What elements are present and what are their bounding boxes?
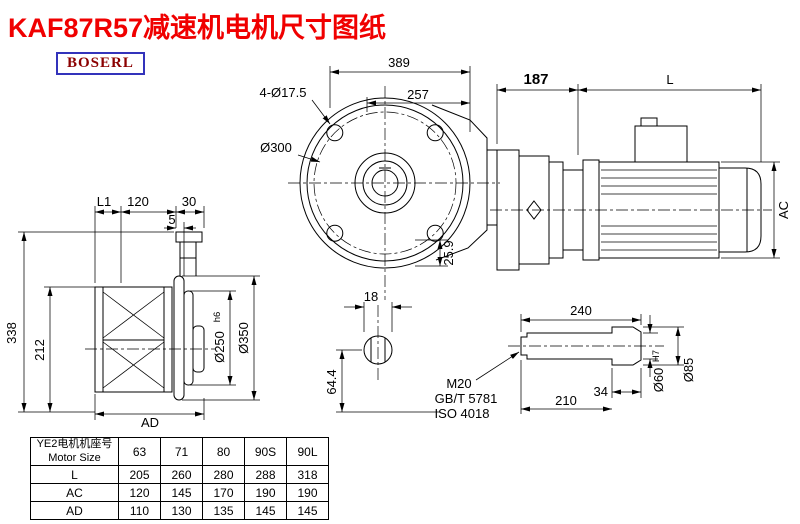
bolt-holes-label: 4-Ø17.5 bbox=[260, 85, 307, 100]
dim-AC-label: AC bbox=[776, 201, 791, 219]
dim-389-label: 389 bbox=[388, 55, 410, 70]
dim-64-4-label: 64.4 bbox=[324, 369, 339, 394]
cell-AC-63: 120 bbox=[118, 483, 161, 502]
dim-25-9-label: 25.9 bbox=[441, 240, 456, 265]
dim-AD-label: AD bbox=[141, 415, 159, 430]
dim-5-label: 5 bbox=[168, 212, 175, 227]
page-title: KAF87R57减速机电机尺寸图纸 bbox=[8, 13, 387, 43]
dim-240-label: 240 bbox=[570, 303, 592, 318]
row-label-AC: AC bbox=[30, 483, 119, 502]
size-col-90l: 90L bbox=[286, 437, 329, 466]
dim-18-label: 18 bbox=[364, 289, 378, 304]
gearbox-side-view: L1 120 30 5 338 212 Ø250 h6 bbox=[4, 194, 260, 430]
dim-L-label: L bbox=[666, 72, 673, 87]
cell-L-90l: 318 bbox=[286, 465, 329, 484]
dim-338-label: 338 bbox=[4, 322, 19, 344]
brand-logo: BOSERL bbox=[56, 52, 145, 75]
cell-AD-63: 110 bbox=[118, 501, 161, 520]
header-cn: YE2电机机座号 bbox=[36, 438, 113, 451]
dim-250-tolerance-label: h6 bbox=[212, 312, 223, 323]
size-col-71: 71 bbox=[160, 437, 203, 466]
motor-size-header-cell: YE2电机机座号 Motor Size bbox=[30, 437, 119, 466]
front-view: 389 257 4-Ø17.5 Ø300 25.9 bbox=[260, 55, 500, 413]
motor-dimension-table: YE2电机机座号 Motor Size 63 71 80 90S 90L L 2… bbox=[30, 437, 329, 520]
cell-AC-90l: 190 bbox=[286, 483, 329, 502]
dim-210-label: 210 bbox=[555, 393, 577, 408]
dim-212-label: 212 bbox=[32, 339, 47, 361]
cell-AD-71: 130 bbox=[160, 501, 203, 520]
cell-L-63: 205 bbox=[118, 465, 161, 484]
dim-257-label: 257 bbox=[407, 87, 429, 102]
size-col-90s: 90S bbox=[244, 437, 287, 466]
cell-AC-71: 145 bbox=[160, 483, 203, 502]
size-col-63: 63 bbox=[118, 437, 161, 466]
dim-120-label: 120 bbox=[127, 194, 149, 209]
motor-side-view: 187 L AC bbox=[490, 71, 791, 271]
dim-85-label: Ø85 bbox=[681, 358, 696, 383]
cell-AC-90s: 190 bbox=[244, 483, 287, 502]
shaft-detail-view: M20 GB/T 5781 ISO 4018 240 34 210 Ø60 H7 bbox=[435, 303, 696, 421]
dim-60-label: Ø60 bbox=[651, 368, 666, 393]
table-row-AD: AD 110 130 135 145 145 bbox=[30, 501, 329, 520]
dim-300-label: Ø300 bbox=[260, 140, 292, 155]
dim-187-label: 187 bbox=[523, 71, 548, 88]
table-row-AC: AC 120 145 170 190 190 bbox=[30, 483, 329, 502]
dim-30-label: 30 bbox=[182, 194, 196, 209]
header-en: Motor Size bbox=[48, 451, 101, 464]
size-col-80: 80 bbox=[202, 437, 245, 466]
cell-AC-80: 170 bbox=[202, 483, 245, 502]
standard-iso-label: ISO 4018 bbox=[435, 406, 490, 421]
standard-gb-label: GB/T 5781 bbox=[435, 391, 498, 406]
row-label-AD: AD bbox=[30, 501, 119, 520]
dim-60-tolerance-label: H7 bbox=[651, 350, 662, 362]
dim-34-label: 34 bbox=[594, 384, 608, 399]
dim-L1-label: L1 bbox=[97, 194, 111, 209]
dim-350-label: Ø350 bbox=[236, 322, 251, 354]
dim-250-label: Ø250 bbox=[212, 331, 227, 363]
table-row-L: L 205 260 280 288 318 bbox=[30, 465, 329, 484]
thread-label: M20 bbox=[446, 376, 471, 391]
table-header-row: YE2电机机座号 Motor Size 63 71 80 90S 90L bbox=[30, 437, 329, 466]
row-label-L: L bbox=[30, 465, 119, 484]
cell-L-90s: 288 bbox=[244, 465, 287, 484]
cell-AD-90s: 145 bbox=[244, 501, 287, 520]
cell-L-80: 280 bbox=[202, 465, 245, 484]
cell-AD-90l: 145 bbox=[286, 501, 329, 520]
cell-AD-80: 135 bbox=[202, 501, 245, 520]
cell-L-71: 260 bbox=[160, 465, 203, 484]
